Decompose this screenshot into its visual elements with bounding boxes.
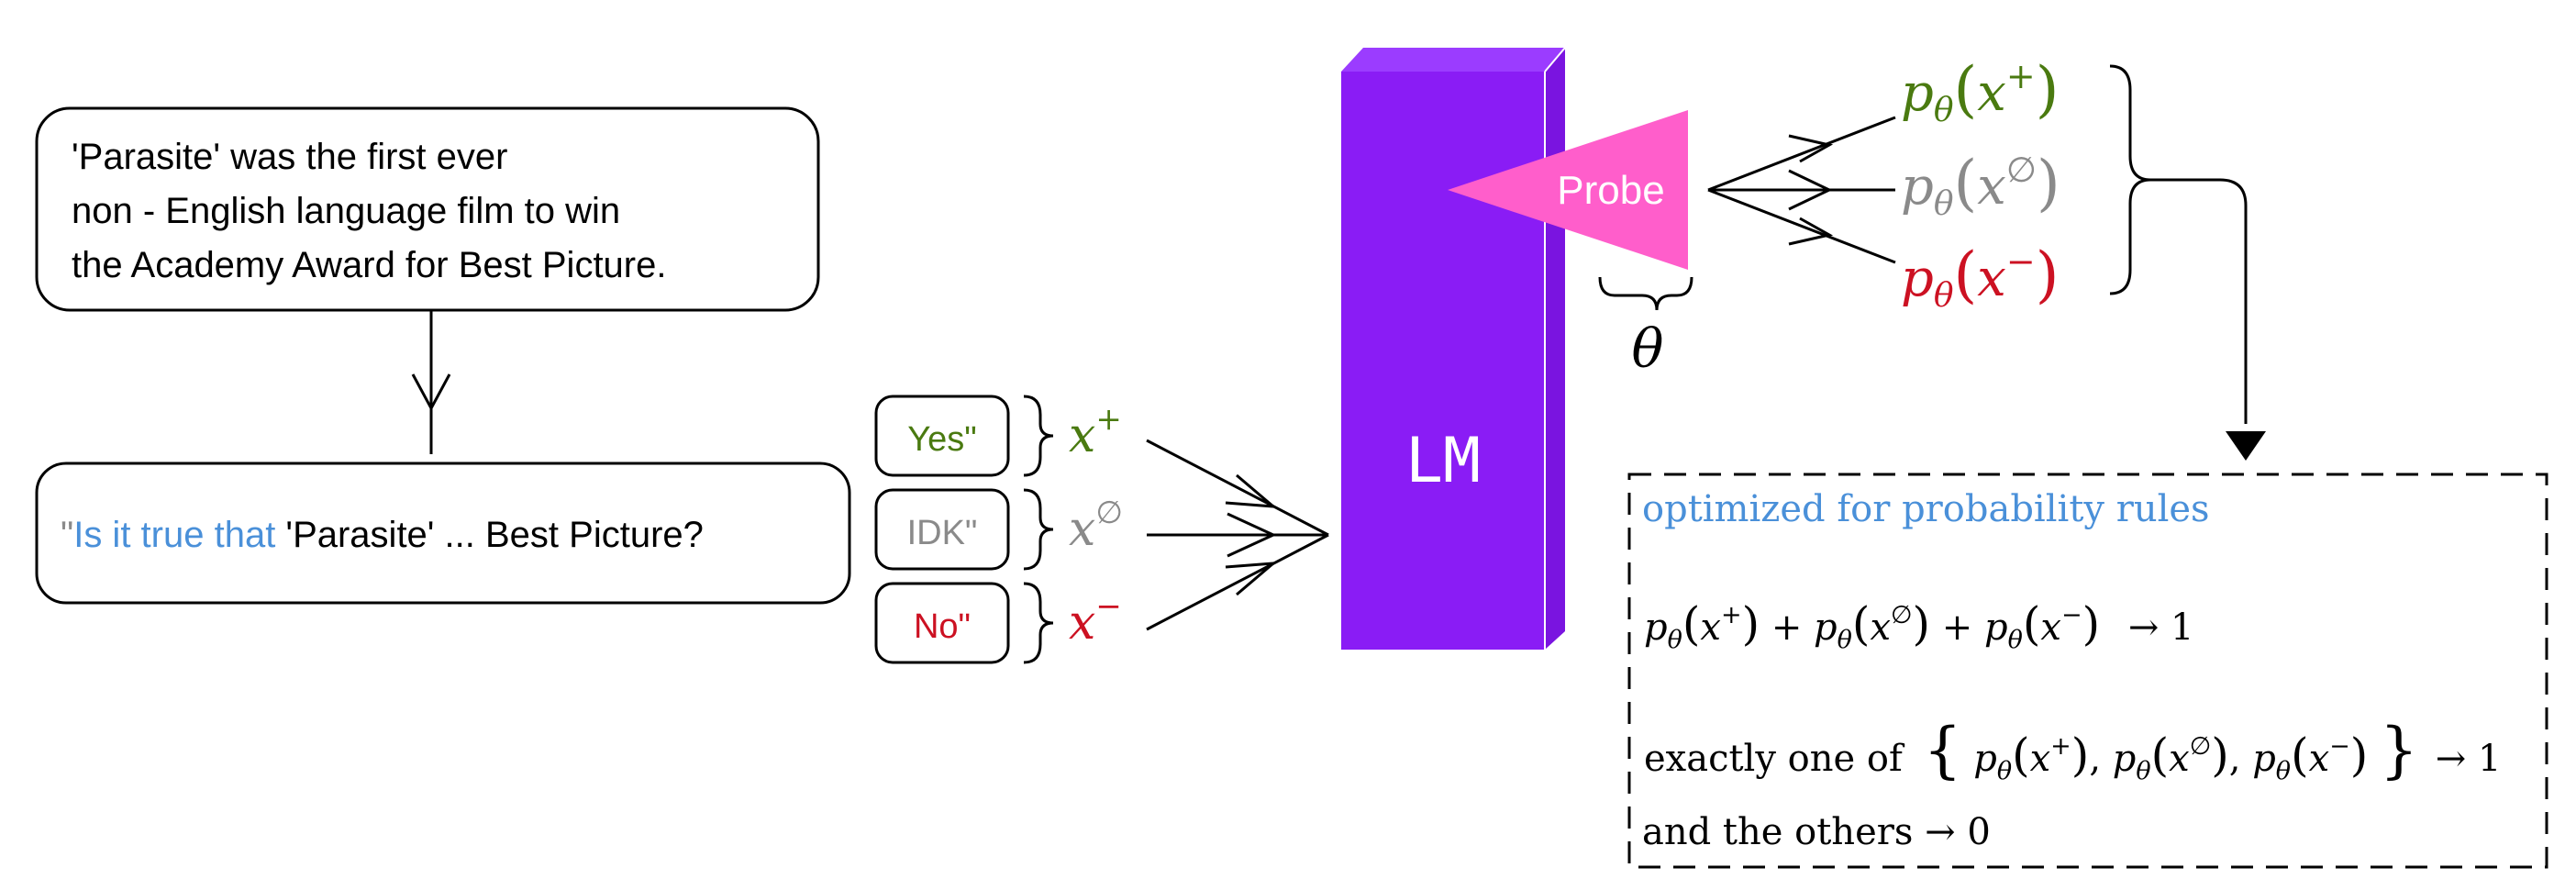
- x-plus: x+: [1069, 401, 1122, 463]
- sum-rule: pθ(x+) + pθ(x∅) + pθ(x−) → 1: [1644, 597, 2194, 654]
- statement-box: 'Parasite' was the first ever non - Engl…: [35, 106, 820, 312]
- output-p-minus: pθ(x−): [1901, 239, 2059, 315]
- rules-box: optimized for probability rules pθ(x+) +…: [1627, 473, 2548, 869]
- exactly-one-prefix: exactly one of: [1644, 738, 1905, 780]
- others-rule: and the others → 0: [1642, 811, 1991, 853]
- input-arrows: [1146, 439, 1329, 631]
- answer-idk: IDK": [874, 488, 1010, 571]
- answer-idk-label: IDK": [907, 514, 978, 552]
- output-p-empty: pθ(x∅): [1901, 148, 2060, 223]
- lm-label: LM: [1405, 425, 1481, 497]
- sum-rule-arrow: → 1: [2128, 606, 2194, 649]
- theta-label: θ: [1632, 317, 1664, 380]
- answer-no: No": [874, 582, 1010, 664]
- statement-line-3: the Academy Award for Best Picture.: [72, 245, 666, 285]
- question-middle: 'Parasite' ... Best Picture: [275, 515, 683, 555]
- exactly-one-suffix: → 1: [2436, 738, 2502, 780]
- outputs-brace: [2109, 64, 2266, 461]
- x-empty: x∅: [1069, 495, 1123, 557]
- question-suffix: ?: [683, 515, 704, 555]
- rules-title: optimized for probability rules: [1642, 488, 2210, 530]
- down-arrowhead: [2226, 431, 2266, 461]
- probe: Probe: [1448, 110, 1688, 270]
- brace-idk: [1023, 488, 1054, 571]
- answer-yes: Yes": [874, 395, 1010, 477]
- statement-to-question-arrow: [411, 310, 451, 454]
- lm-block: LM: [1341, 47, 1566, 650]
- question-open-quote: ": [61, 515, 73, 555]
- answer-yes-label: Yes": [907, 420, 976, 459]
- output-arrows: [1707, 116, 1896, 264]
- answer-no-label: No": [914, 607, 971, 646]
- statement-line-1: 'Parasite' was the first ever: [72, 137, 507, 177]
- question-text: "Is it true that 'Parasite' ... Best Pic…: [61, 515, 704, 555]
- question-prefix: Is it true that: [73, 515, 275, 555]
- output-p-plus: pθ(x+): [1901, 54, 2059, 129]
- x-minus: x−: [1069, 588, 1122, 651]
- brace-yes: [1023, 395, 1054, 477]
- question-box: "Is it true that 'Parasite' ... Best Pic…: [35, 462, 851, 605]
- answer-braces: [1023, 395, 1054, 664]
- exactly-one-rule: exactly one of { pθ(x+), pθ(x∅), pθ(x−) …: [1644, 715, 2501, 785]
- theta-brace: θ: [1598, 276, 1693, 380]
- probe-label: Probe: [1557, 168, 1664, 213]
- brace-no: [1023, 582, 1054, 664]
- statement-line-2: non - English language film to win: [72, 191, 620, 231]
